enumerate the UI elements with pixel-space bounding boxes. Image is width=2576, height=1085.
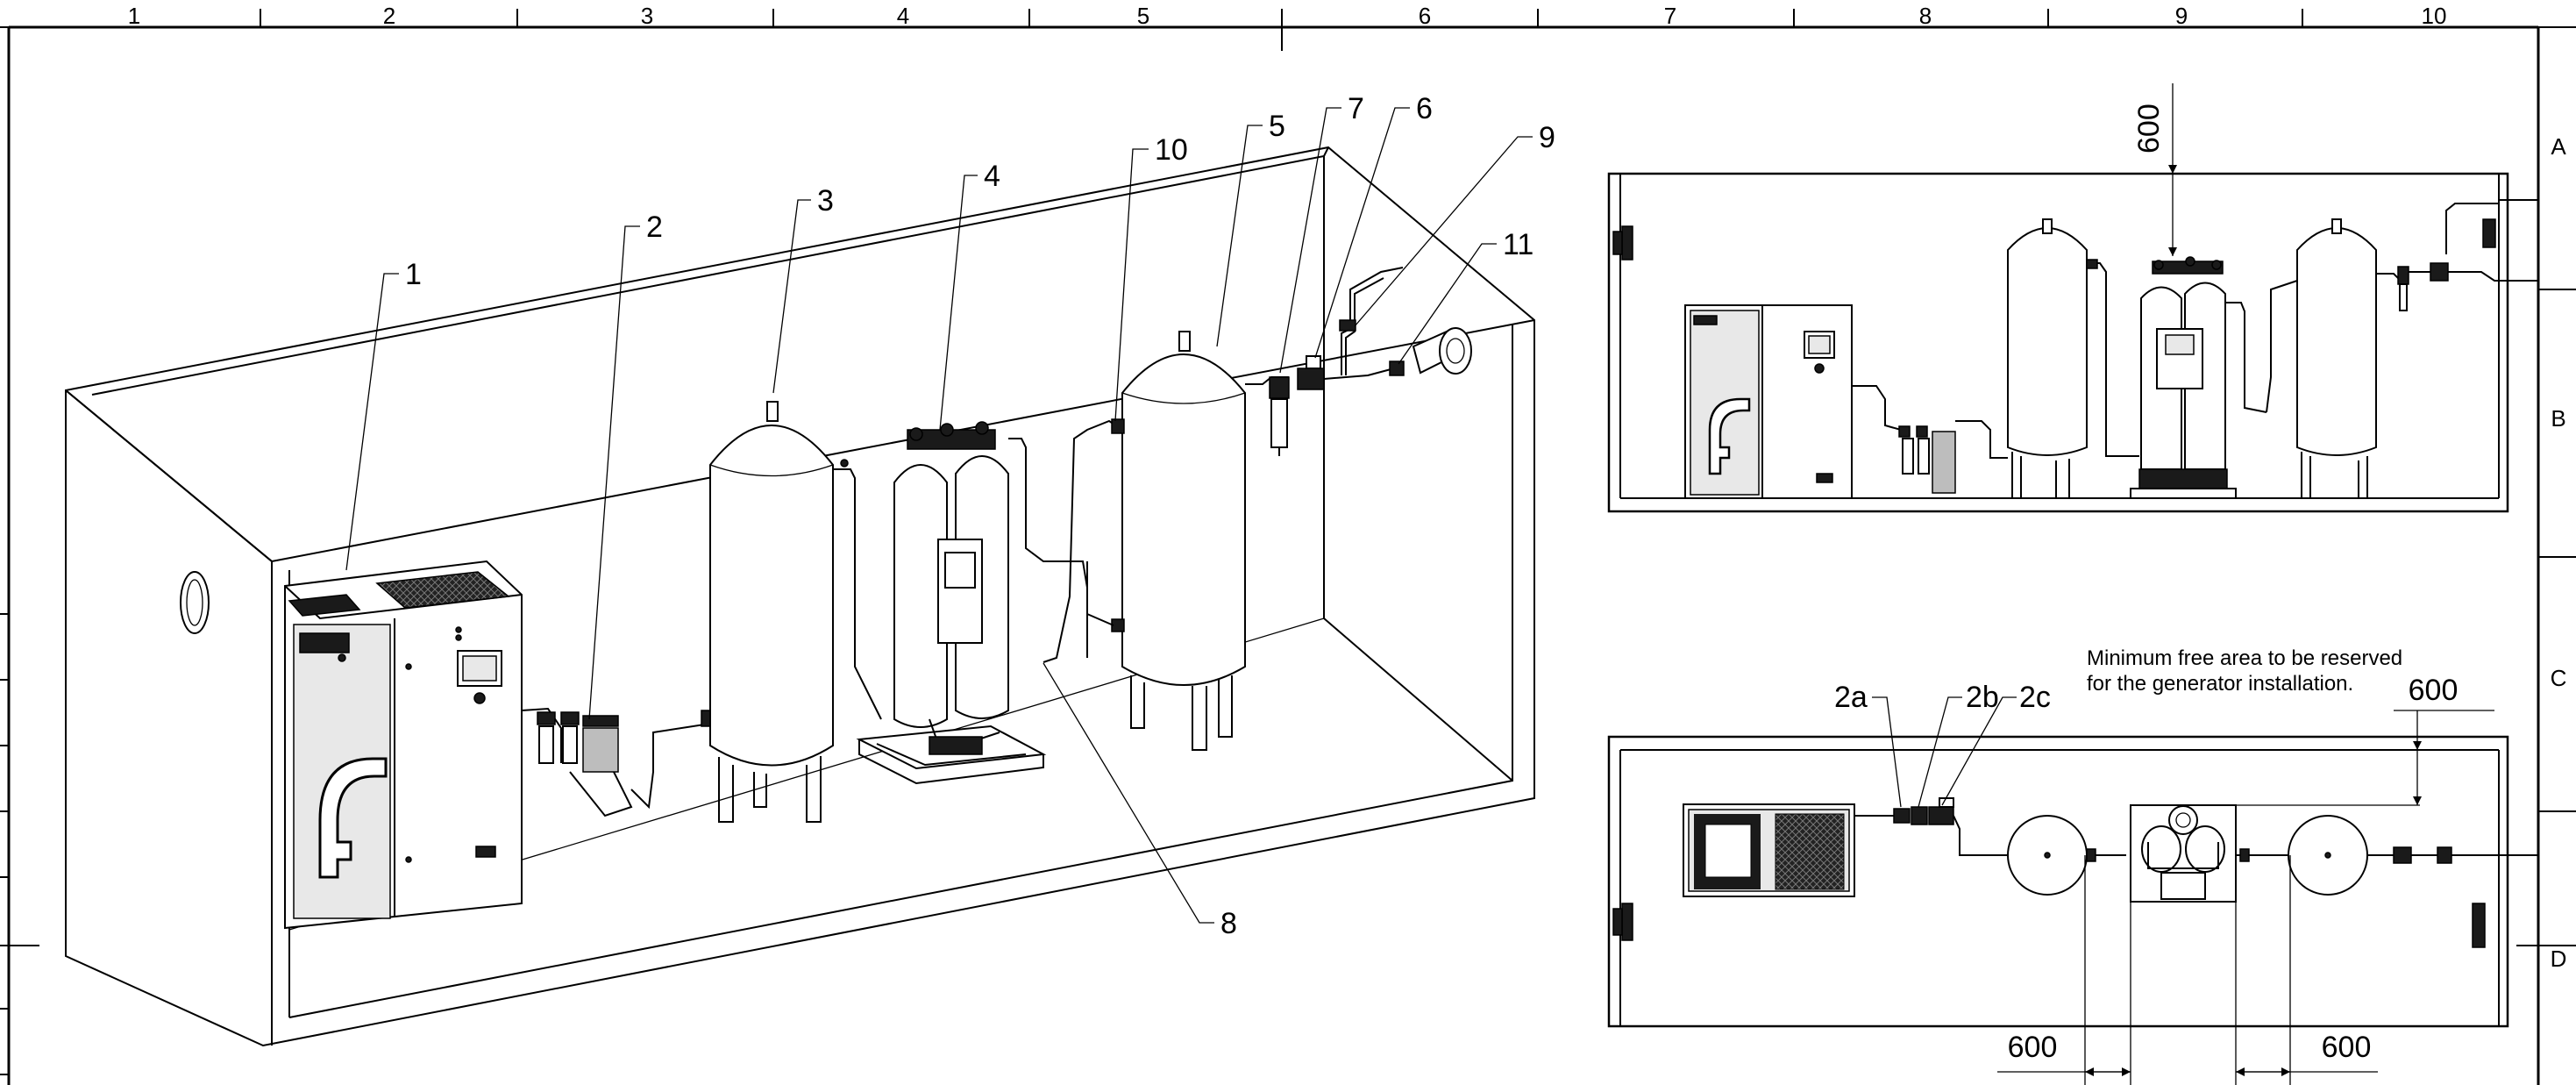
filter-set: [537, 710, 715, 817]
callout-5: 5: [1269, 110, 1285, 143]
column-label-1: 1: [128, 3, 140, 29]
column-label-6: 6: [1419, 3, 1431, 29]
callout-6: 6: [1416, 92, 1433, 125]
callout-3: 3: [817, 184, 834, 218]
column-label-7: 7: [1664, 3, 1676, 29]
column-label-8: 8: [1919, 3, 1932, 29]
callout-8: 8: [1220, 907, 1237, 940]
note-line-2: for the generator installation.: [2087, 672, 2353, 696]
callout-1: 1: [405, 258, 422, 291]
side-tank-1: [2007, 227, 2088, 456]
isometric-view: 1 2 3 4 10 5 7 6 9 11 8: [65, 92, 1555, 1047]
top-view-outline: [1607, 735, 2509, 1028]
column-label-9: 9: [2175, 3, 2188, 29]
top-right-vent-icon: [2472, 903, 2486, 948]
row-label-d: D: [2551, 946, 2567, 972]
column-label-3: 3: [641, 3, 653, 29]
container-room: [65, 146, 1535, 1047]
nitrogen-generator: [856, 421, 1088, 785]
column-label-5: 5: [1137, 3, 1149, 29]
air-receiver-tank-2: [1042, 331, 1246, 751]
side-right-vent-icon: [2482, 218, 2496, 248]
callout-9: 9: [1539, 121, 1555, 154]
top-dimension-600-upper: 600: [2409, 674, 2459, 707]
side-left-vent-icon: [1621, 225, 1633, 261]
side-view: 600: [1607, 83, 2538, 513]
isometric-callouts: 1 2 3 4 10 5 7 6 9 11 8: [345, 92, 1555, 940]
air-receiver-tank-1: [709, 401, 882, 823]
top-dimension-600-right: 600: [2322, 1031, 2372, 1064]
callout-2b: 2b: [1966, 681, 1999, 714]
side-tank-2: [2296, 227, 2377, 456]
side-view-outline: [1607, 172, 2509, 513]
compressor-unit: [284, 560, 562, 930]
row-label-c: C: [2551, 665, 2567, 691]
callout-2c: 2c: [2019, 681, 2051, 714]
drawing-frame: 1 2 3 4 5 6 7 8 9 10 A B C D: [0, 3, 2576, 1085]
row-label-a: A: [2551, 133, 2566, 160]
callout-10: 10: [1155, 133, 1188, 167]
callout-7: 7: [1348, 92, 1364, 125]
top-dimension-600-left: 600: [2008, 1031, 2058, 1064]
side-dimension-600: 600: [2132, 104, 2166, 153]
outlet-assembly: [1245, 267, 1472, 456]
top-left-vent-icon: [1621, 903, 1633, 941]
callout-2: 2: [646, 211, 663, 244]
note-line-1: Minimum free area to be reserved: [2087, 646, 2402, 670]
top-view: 2a 2b 2c Minimum free area to be reserve…: [1607, 646, 2538, 1085]
wall-opening-icon: [180, 571, 210, 634]
callout-4: 4: [984, 160, 1000, 193]
callout-2a: 2a: [1834, 681, 1868, 714]
row-label-b: B: [2551, 405, 2565, 432]
column-label-10: 10: [2422, 3, 2447, 29]
column-label-4: 4: [897, 3, 909, 29]
callout-11: 11: [1503, 228, 1534, 261]
column-label-2: 2: [383, 3, 395, 29]
